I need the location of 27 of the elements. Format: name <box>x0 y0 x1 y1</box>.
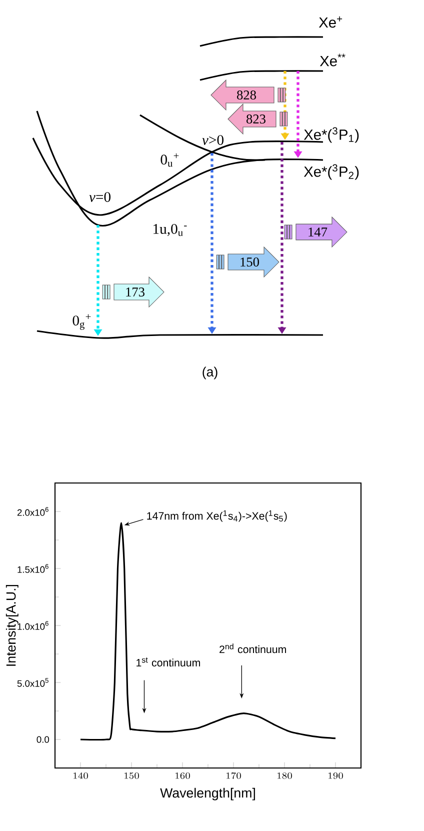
panel-label: (a) <box>202 366 218 380</box>
x-axis-title: Wavelength[nm] <box>160 788 255 800</box>
x-tick-label: 150 <box>124 772 139 779</box>
level-label: Xe$^{+}$ <box>318 16 342 28</box>
level-label: Xe*($^{3}$P$_{2}$) <box>304 164 359 180</box>
state-label: v>0 <box>202 135 224 145</box>
y-tick-label: 1.0x10$^{6}$ <box>18 621 48 630</box>
line-series <box>80 522 336 741</box>
x-tick-label: 190 <box>328 772 343 779</box>
y-tick-label: 5.0x10$^{5}$ <box>17 678 48 687</box>
x-tick-label: 180 <box>278 772 292 779</box>
x-tick-label: 140 <box>74 772 88 779</box>
level-label: Xe*($^{3}$P$_{1}$) <box>304 127 359 143</box>
annotation: 1$^{st}$ continuum <box>136 657 200 666</box>
level-label: Xe$^{**}$ <box>320 54 346 66</box>
line-chart: 140 150 160 170 180 190 2.0x10$^{6}$ 1.5x10$^{6}$ 1.0x10$^{6}$ 5.0x10$^{5}$ 0.0 147nm from Xe($^{1}$s$_{4}$)->Xe($^{1}$s$_{5}$) 1$^{st}$ continuum 2$^{nd}$ continuum Wavelength[nm] Intensity[A.U.] <box>6 482 362 800</box>
state-label: 0$_{g}$+ <box>72 314 91 330</box>
state-label: 1u,0$_{u}$- <box>154 224 187 236</box>
y-tick-label: 1.5x10$^{6}$ <box>18 564 48 573</box>
x-tick-label: 160 <box>176 772 190 779</box>
state-label: 0$_{u}$+ <box>160 153 179 167</box>
y-axis-title: Intensity[A.U.] <box>6 584 18 666</box>
x-tick-label: 170 <box>226 772 241 779</box>
y-tick-label: 2.0x10$^{6}$ <box>17 507 48 516</box>
y-tick-label: 0.0 <box>36 736 50 743</box>
state-label: v=0 <box>89 192 110 202</box>
annotation: 2$^{nd}$ continuum <box>220 643 286 654</box>
